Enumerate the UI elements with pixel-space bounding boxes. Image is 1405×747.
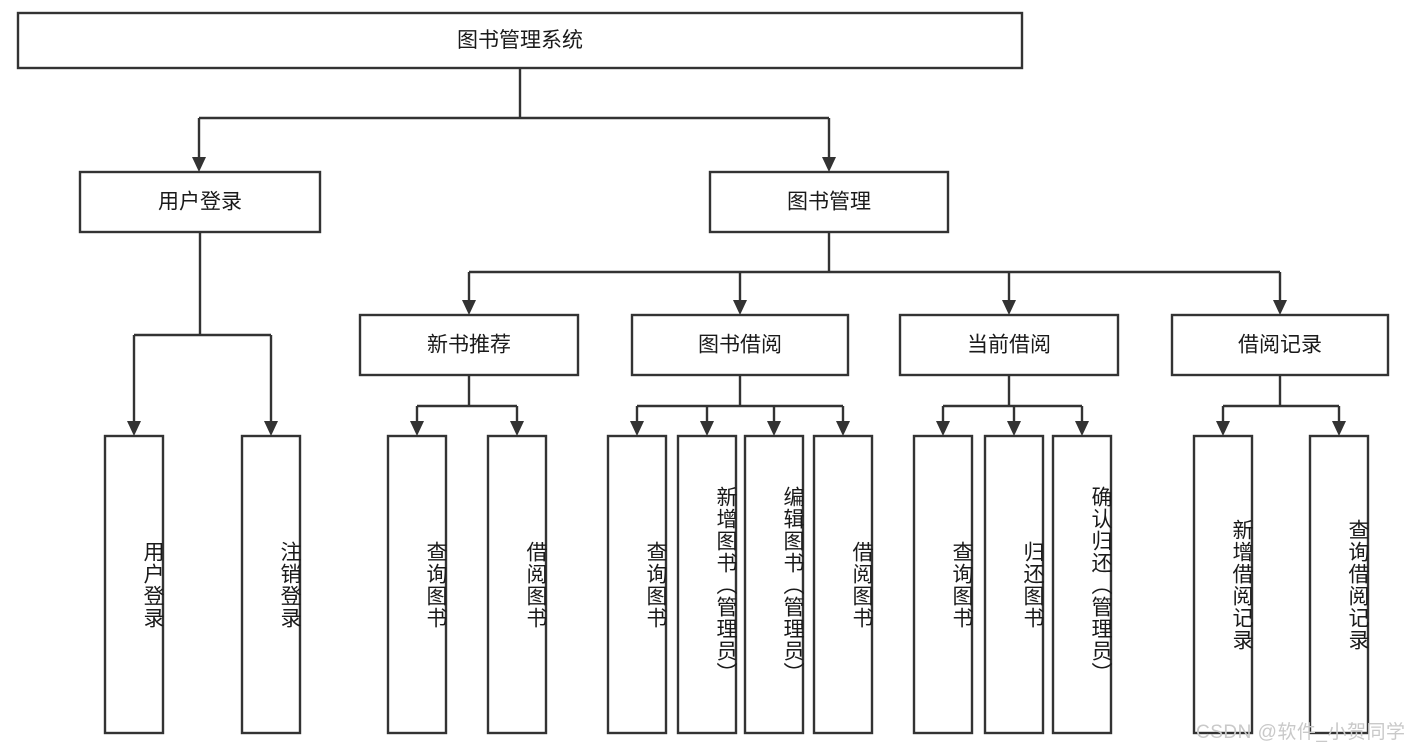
- node-box-current-borrow[interactable]: [898, 313, 1120, 377]
- arrow-head-icon: [1273, 300, 1287, 315]
- arrow-head-icon: [700, 421, 714, 436]
- node-box-leaf-user-logout[interactable]: [240, 434, 302, 735]
- arrow-head-icon: [936, 421, 950, 436]
- arrow-head-icon: [1007, 421, 1021, 436]
- arrow-head-icon: [462, 300, 476, 315]
- node-box-leaf-add-borrow-record[interactable]: [1192, 434, 1254, 735]
- arrow-head-icon: [733, 300, 747, 315]
- node-label-new-book-recommend: 新书推荐: [427, 334, 511, 357]
- arrow-head-icon: [1002, 300, 1016, 315]
- arrow-head-icon: [192, 157, 206, 172]
- arrow-head-icon: [1075, 421, 1089, 436]
- node-box-leaf-return-book[interactable]: [983, 434, 1045, 735]
- node-box-new-book-recommend[interactable]: [358, 313, 580, 377]
- node-box-leaf-query-borrow-record[interactable]: [1308, 434, 1370, 735]
- node-box-root[interactable]: [16, 11, 1024, 70]
- node-label-current-borrow: 当前借阅: [967, 334, 1051, 357]
- node-box-leaf-query-book-cur[interactable]: [912, 434, 974, 735]
- node-box-leaf-user-login[interactable]: [103, 434, 165, 735]
- node-box-book-borrow[interactable]: [630, 313, 850, 377]
- node-box-leaf-query-book-rec[interactable]: [386, 434, 448, 735]
- node-label-book-borrow: 图书借阅: [698, 334, 782, 357]
- arrow-head-icon: [264, 421, 278, 436]
- arrow-head-icon: [767, 421, 781, 436]
- node-box-leaf-borrow-book[interactable]: [812, 434, 874, 735]
- node-box-leaf-add-book[interactable]: [676, 434, 738, 735]
- csdn-watermark: CSDN @软件_小贺同学: [1196, 722, 1405, 743]
- node-label-user-login: 用户登录: [158, 191, 242, 214]
- arrow-head-icon: [630, 421, 644, 436]
- node-label-book-manage: 图书管理: [787, 191, 871, 214]
- node-box-user-login[interactable]: [78, 170, 322, 234]
- arrow-head-icon: [127, 421, 141, 436]
- arrow-head-icon: [410, 421, 424, 436]
- arrow-head-icon: [1332, 421, 1346, 436]
- node-box-leaf-borrow-book-rec[interactable]: [486, 434, 548, 735]
- arrow-head-icon: [836, 421, 850, 436]
- node-box-leaf-query-book-borrow[interactable]: [606, 434, 668, 735]
- node-box-leaf-confirm-return[interactable]: [1051, 434, 1113, 735]
- node-box-book-manage[interactable]: [708, 170, 950, 234]
- arrow-head-icon: [510, 421, 524, 436]
- node-label-borrow-record: 借阅记录: [1238, 334, 1322, 357]
- node-label-root: 图书管理系统: [457, 29, 583, 52]
- arrow-head-icon: [822, 157, 836, 172]
- connectors-layer: [127, 68, 1346, 436]
- node-box-borrow-record[interactable]: [1170, 313, 1390, 377]
- boxes-layer: [16, 11, 1390, 735]
- arrow-head-icon: [1216, 421, 1230, 436]
- node-box-leaf-edit-book[interactable]: [743, 434, 805, 735]
